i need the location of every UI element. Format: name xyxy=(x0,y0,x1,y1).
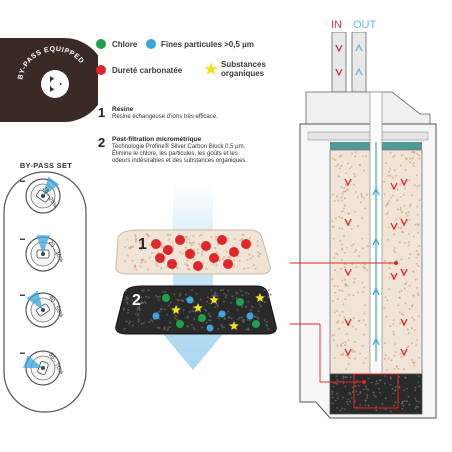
step-1-text: Résine échangeuse d'ions très efficace. xyxy=(112,114,218,121)
out-label: OUT xyxy=(353,19,376,31)
legend-chlore-dot xyxy=(96,39,106,49)
step-1-title: Résine xyxy=(112,106,133,113)
layer-1-label: 1 xyxy=(138,236,147,254)
legend-durete: Dureté carbonatée xyxy=(112,66,182,75)
layer-2-label: 2 xyxy=(132,292,141,310)
in-label: IN xyxy=(331,19,342,31)
step-2-number: 2 xyxy=(98,135,105,150)
bypass-equipped-badge: BY-PASS EQUIPPED xyxy=(0,38,98,122)
legend-substances-1: Substances xyxy=(221,60,266,69)
filter-layers-diagram xyxy=(110,178,280,378)
svg-text:▬: ▬ xyxy=(20,292,25,298)
step-1-number: 1 xyxy=(98,105,105,120)
legend-chlore: Chlore xyxy=(112,40,137,49)
step-2-line2: Élimine le chlore, les particules, les g… xyxy=(112,151,238,158)
legend-substances-2: organiques xyxy=(221,69,264,78)
legend-fines: Fines particules >0,5 µm xyxy=(161,40,254,49)
cartridge-cutaway xyxy=(290,32,450,432)
legend-substances-star xyxy=(204,62,218,76)
legend-fines-dot xyxy=(146,39,156,49)
svg-text:▬: ▬ xyxy=(20,350,25,356)
step-2-line1: Technologie Profine® Silver Carbon Block… xyxy=(112,144,245,151)
bypass-set-title: BY-PASS SET xyxy=(14,161,78,170)
svg-text:▬: ▬ xyxy=(20,178,25,184)
svg-text:▬: ▬ xyxy=(20,236,25,242)
flow-arrow xyxy=(158,182,228,370)
step-2-line3: odeurs indésirables et des substances or… xyxy=(112,158,247,165)
step-2-title: Post-filtration micrométrique xyxy=(112,136,201,143)
legend-durete-dot xyxy=(96,65,106,75)
